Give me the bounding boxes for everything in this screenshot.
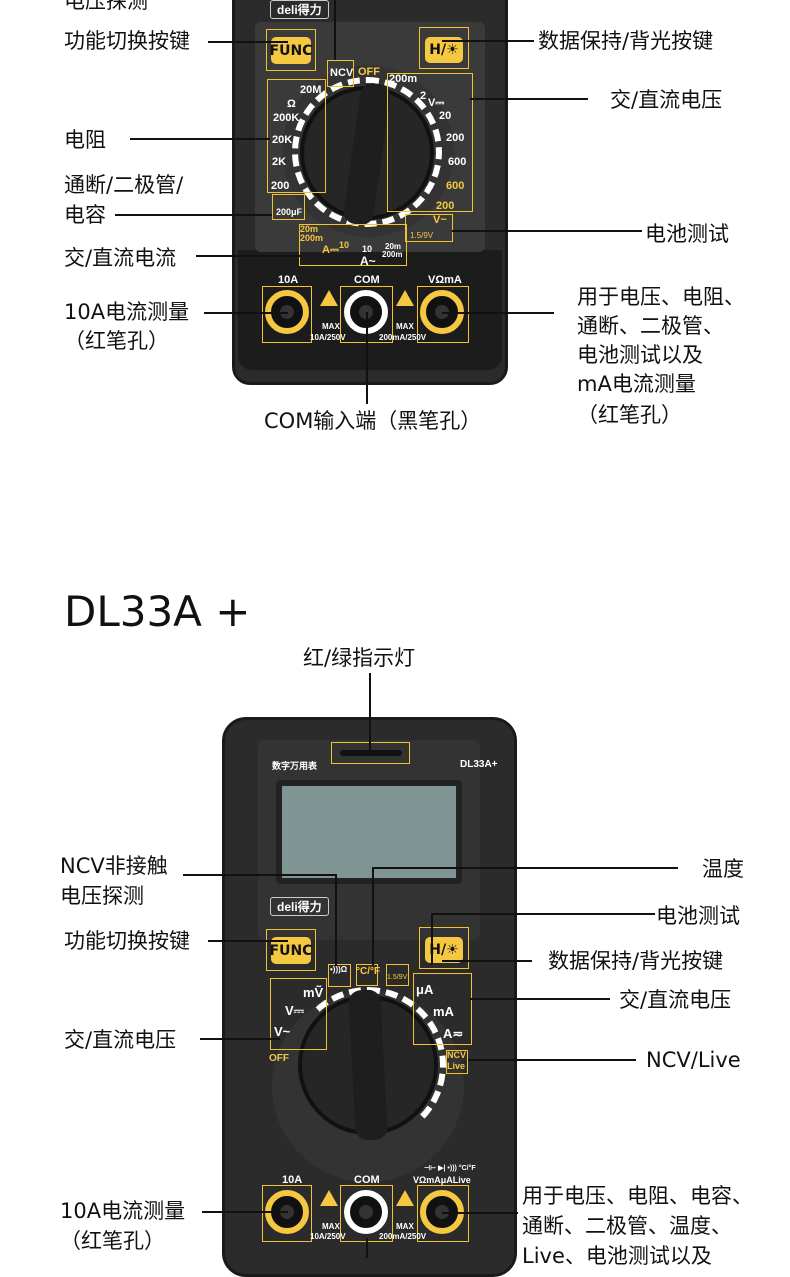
label-voma-5: （红笔孔） [577, 403, 682, 427]
label-func: 功能切换按键 [64, 929, 190, 953]
label-10a-red: （红笔孔） [64, 329, 169, 353]
logo: deli得力 [270, 0, 329, 19]
label-voma-1: 用于电压、电阻、 [577, 285, 745, 309]
label-resistance: 电阻 [64, 128, 106, 152]
label-10a: 10A电流测量 [64, 300, 190, 324]
jack-com[interactable] [344, 1190, 388, 1234]
label-v-2: 通断、二极管、温度、 [522, 1214, 732, 1238]
label-temp: 温度 [702, 857, 744, 881]
label-continuity: 通断/二极管/ [64, 173, 184, 197]
label-dc-ac-voltage: 交/直流电压 [610, 88, 723, 112]
label-ncv-1: NCV非接触 [60, 854, 168, 878]
warning-icon [320, 290, 338, 306]
lcd-screen [276, 780, 462, 884]
label-v-3: Live、电池测试以及 [522, 1244, 712, 1268]
label-battery: 电池测试 [656, 904, 740, 928]
label-ncv-live: NCV/Live [646, 1048, 741, 1072]
warning-icon [396, 290, 414, 306]
label-current: 交/直流电流 [64, 246, 177, 270]
label-dc-ac-current: 交/直流电压 [619, 988, 732, 1012]
label-voma-2: 通断、二极管、 [577, 314, 724, 338]
label-hold: 数据保持/背光按键 [548, 949, 724, 973]
label-hold: 数据保持/背光按键 [538, 29, 714, 53]
label-10a-red: （红笔孔） [60, 1229, 165, 1253]
label-func: 功能切换按键 [64, 29, 190, 53]
label-dc-ac-voltage: 交/直流电压 [64, 1028, 177, 1052]
label-voma-4: mA电流测量 [577, 372, 696, 396]
label-capacitance: 电容 [64, 203, 106, 227]
label-led: 红/绿指示灯 [303, 646, 416, 670]
label-voma-3: 电池测试以及 [577, 343, 703, 367]
indicator-led [340, 750, 402, 756]
label-ncv-2: 电压探测 [60, 884, 144, 908]
label-voltage-detect: 电压探测 [64, 0, 148, 13]
label-10a: 10A电流测量 [60, 1199, 186, 1223]
model-title: DL33A + [64, 587, 251, 636]
label-v-1: 用于电压、电阻、电容、 [522, 1184, 753, 1208]
warning-icon [396, 1190, 414, 1206]
label-com: COM输入端（黑笔孔） [264, 409, 482, 433]
label-battery: 电池测试 [645, 222, 729, 246]
warning-icon [320, 1190, 338, 1206]
